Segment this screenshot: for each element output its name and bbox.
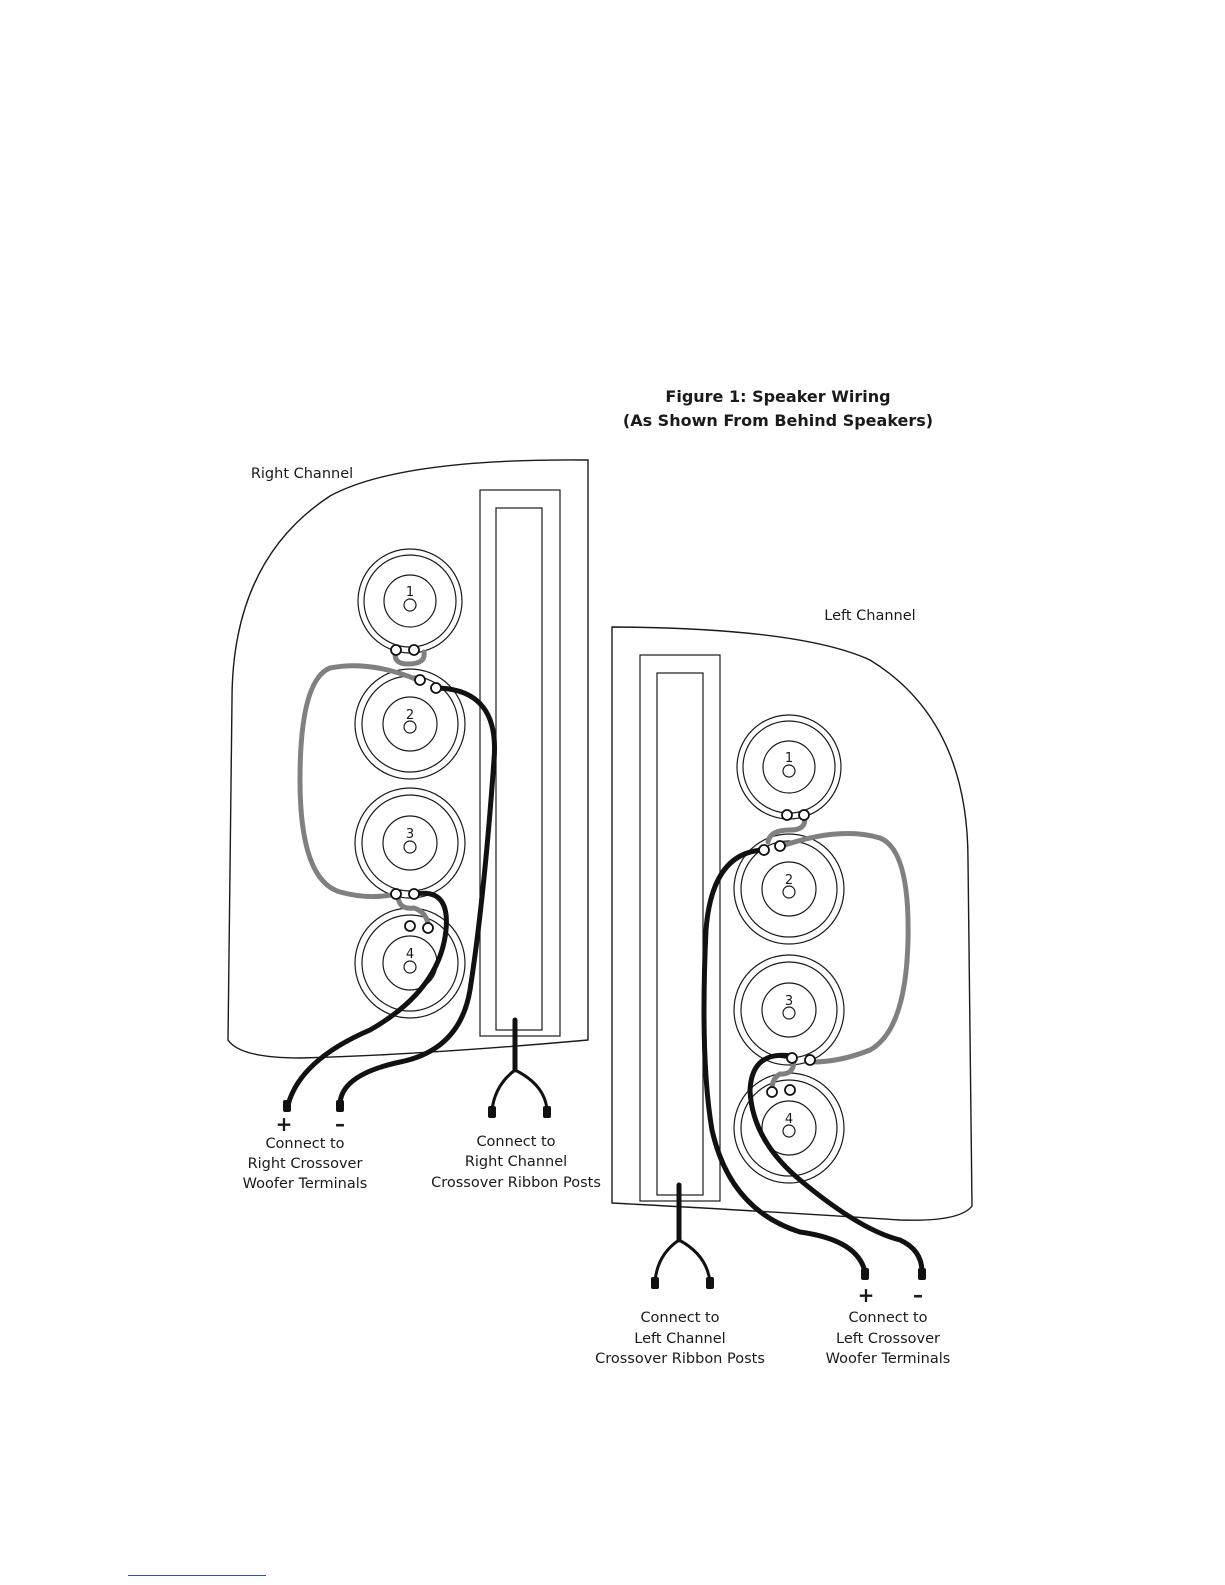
left-ribbon-label-line3: Crossover Ribbon Posts <box>595 1351 765 1367</box>
right-ribbon-label-line2: Right Channel <box>465 1154 567 1170</box>
left-driver-3: 3 <box>734 955 844 1065</box>
left-plus-sign: + <box>858 1283 875 1307</box>
left-lead-tips <box>651 1268 926 1289</box>
left-cabinet-outline <box>612 627 972 1220</box>
left-driver-4-number: 4 <box>785 1112 793 1127</box>
right-minus-sign: – <box>335 1112 345 1136</box>
right-ribbon-lead-a <box>492 1070 515 1110</box>
figure-title-line2: (As Shown From Behind Speakers) <box>623 411 933 430</box>
right-woofer-label-line3: Woofer Terminals <box>243 1176 368 1192</box>
left-ribbon-lead-b <box>679 1240 710 1282</box>
left-driver-3-number: 3 <box>785 994 793 1009</box>
left-driver-1-number: 1 <box>785 751 793 766</box>
left-speaker: Left Channel 1 2 3 4 <box>595 608 972 1367</box>
right-speaker: Right Channel 1 2 3 4 <box>228 460 601 1192</box>
right-woofer-label-line2: Right Crossover <box>248 1156 363 1172</box>
left-minus-sign: – <box>913 1283 923 1307</box>
left-woofer-label-line3: Woofer Terminals <box>826 1351 951 1367</box>
left-ribbon-label-line1: Connect to <box>640 1310 719 1326</box>
right-driver-1: 1 <box>358 549 462 653</box>
right-woofer-label-line1: Connect to <box>265 1136 344 1152</box>
figure-title-line1: Figure 1: Speaker Wiring <box>665 387 890 406</box>
right-ribbon-panel <box>496 508 542 1030</box>
left-ribbon-panel <box>657 673 703 1195</box>
right-plus-sign: + <box>276 1112 293 1136</box>
right-ribbon-label-line3: Crossover Ribbon Posts <box>431 1175 601 1191</box>
right-driver-4-number: 4 <box>406 947 414 962</box>
right-ribbon-label-line1: Connect to <box>476 1134 555 1150</box>
left-woofer-label-line2: Left Crossover <box>836 1331 940 1347</box>
left-ribbon-label-line2: Left Channel <box>634 1331 725 1347</box>
left-ribbon-lead-a <box>655 1240 679 1282</box>
right-driver-1-number: 1 <box>406 585 414 600</box>
right-driver-2: 2 <box>355 669 465 779</box>
left-driver-1: 1 <box>737 715 841 819</box>
right-channel-label: Right Channel <box>251 466 353 482</box>
footnote-separator-line <box>128 1575 266 1576</box>
right-driver-2-number: 2 <box>406 708 414 723</box>
right-driver-3-number: 3 <box>406 827 414 842</box>
left-grey-loop <box>782 834 908 1063</box>
right-ribbon-lead-b <box>515 1070 547 1110</box>
left-woofer-label-line1: Connect to <box>848 1310 927 1326</box>
left-driver-2-number: 2 <box>785 873 793 888</box>
right-lead-tips <box>283 1100 551 1118</box>
right-driver-3: 3 <box>355 788 465 898</box>
left-channel-label: Left Channel <box>824 608 915 624</box>
